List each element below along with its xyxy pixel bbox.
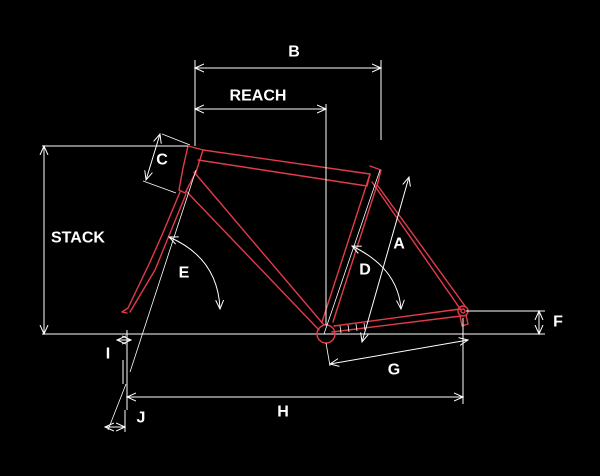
label-stack: STACK (51, 230, 105, 247)
dim-g-ext-left (325, 342, 331, 367)
label-b: B (288, 44, 300, 61)
angle-e-arc (169, 237, 220, 309)
dim-c-ext-bottom (142, 180, 177, 194)
rear-dropout-tab (459, 314, 469, 327)
head-tube-axis (129, 169, 197, 373)
label-h: H (277, 404, 289, 421)
dim-c-arrow (146, 134, 160, 180)
steering-axis-extension (107, 383, 127, 431)
label-i: I (106, 346, 110, 363)
dim-g-arrow (330, 340, 468, 364)
label-d: D (359, 262, 371, 279)
fork (121, 191, 187, 314)
seat-stay (371, 181, 466, 311)
down-tube (186, 171, 325, 331)
label-e: E (179, 265, 190, 282)
frame-outline (121, 145, 469, 344)
rear-axle (460, 308, 466, 314)
label-reach: REACH (230, 88, 287, 105)
label-g: G (388, 362, 400, 379)
dim-c-ext-top (161, 133, 191, 146)
label-j: J (137, 410, 146, 427)
angle-d-arc (352, 246, 401, 309)
seat-tube (321, 173, 379, 323)
label-c: C (156, 152, 168, 169)
top-tube (197, 149, 371, 187)
label-a: A (393, 236, 405, 253)
chain-stay (331, 308, 462, 333)
label-f: F (553, 314, 563, 331)
